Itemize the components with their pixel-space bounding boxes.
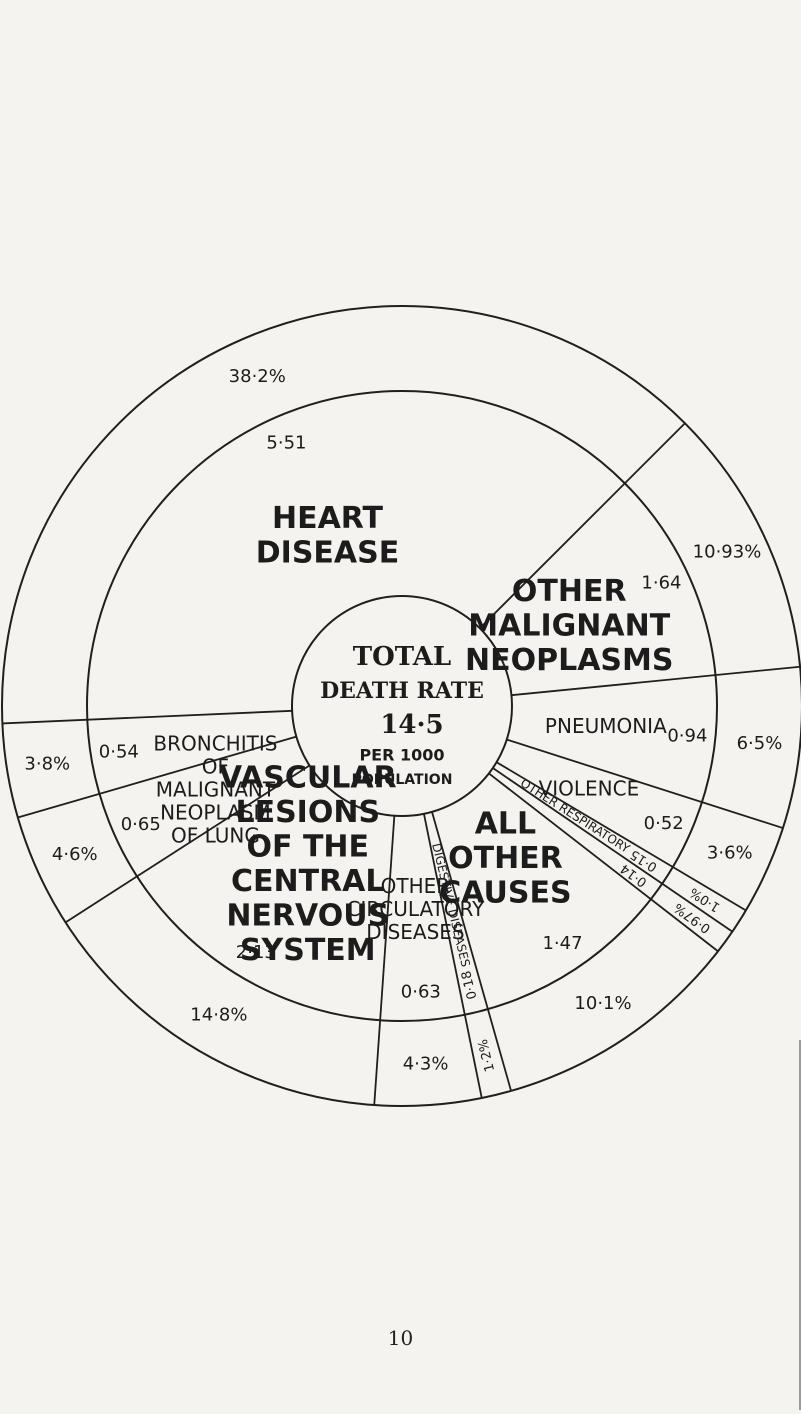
slice-boundary bbox=[492, 767, 733, 933]
page-edge-shadow bbox=[799, 1040, 801, 1410]
slice-category-label: OTHER bbox=[512, 574, 627, 609]
center-label-per-1000: PER 1000 bbox=[359, 746, 444, 765]
slice-boundary bbox=[423, 813, 483, 1099]
slice-category-label: NEOPLASMS bbox=[465, 643, 674, 678]
center-label-death-rate: DEATH RATE bbox=[320, 678, 484, 704]
slice-percent-label: 4·3% bbox=[403, 1054, 449, 1075]
slice-boundary bbox=[431, 811, 512, 1092]
slice-category-label: MALIGNANT bbox=[468, 608, 670, 643]
center-circle bbox=[291, 595, 513, 817]
slice-rate-label: 5·51 bbox=[266, 432, 306, 453]
slice-category-label: ALL bbox=[475, 806, 536, 841]
slice-category-label: CAUSES bbox=[439, 875, 571, 910]
slice-boundary bbox=[506, 738, 784, 829]
page-number: 10 bbox=[387, 1326, 414, 1350]
slice-percent-label: 6·5% bbox=[737, 733, 783, 754]
slice-percent-label: 3·8% bbox=[24, 753, 70, 774]
slice-category-label: CIRCULATORY bbox=[346, 897, 485, 921]
slice-rate-label: 0·52 bbox=[644, 813, 684, 834]
slice-boundary bbox=[65, 764, 310, 924]
slice-category-label: MALIGNANT bbox=[156, 777, 276, 801]
slice-percent-label: 3·6% bbox=[707, 843, 753, 864]
slice-rate-label: 0·18 bbox=[459, 969, 480, 1001]
slice-boundary bbox=[496, 761, 747, 912]
slice-rate-label: 0·94 bbox=[667, 725, 707, 746]
slice-category-label: CENTRAL bbox=[231, 864, 385, 899]
slice-category-label: NEOPLASM bbox=[160, 800, 271, 824]
slice-percent-label: 38·2% bbox=[229, 366, 286, 387]
slice-boundary bbox=[511, 665, 801, 697]
center-label-rate-value: 14·5 bbox=[380, 710, 443, 740]
slice-category-label: HEART bbox=[272, 501, 384, 536]
slice-category-label: DISEASES bbox=[366, 920, 464, 944]
slice-rate-label: 1·47 bbox=[542, 933, 582, 954]
slice-rate-label: 0·63 bbox=[401, 981, 441, 1002]
slice-boundary bbox=[488, 772, 719, 952]
slice-boundary bbox=[373, 815, 396, 1106]
center-label-population: POPULATION bbox=[352, 772, 453, 788]
outer-ring bbox=[1, 305, 801, 1107]
slice-percent-label: 4·6% bbox=[52, 844, 98, 865]
slice-category-label: OF LUNG bbox=[171, 823, 260, 847]
middle-ring bbox=[86, 390, 718, 1022]
slice-category-label: PNEUMONIA bbox=[545, 714, 667, 738]
slice-boundary bbox=[17, 735, 297, 819]
slice-percent-label: 10·1% bbox=[574, 993, 631, 1014]
slice-rate-label: 0·65 bbox=[121, 814, 161, 835]
slice-category-label: DISEASE bbox=[256, 535, 399, 570]
slice-category-label: LESIONS bbox=[235, 795, 380, 830]
slice-percent-label: 10·93% bbox=[693, 541, 762, 562]
slice-rate-label: 1·64 bbox=[641, 572, 681, 593]
slice-rate-label: 0·54 bbox=[99, 742, 139, 763]
slice-category-label: OTHER bbox=[448, 841, 563, 876]
slice-boundary bbox=[479, 422, 686, 629]
slice-category-label: BRONCHITIS bbox=[153, 731, 277, 755]
slice-category-label: OTHER bbox=[381, 874, 451, 898]
slice-boundary bbox=[2, 709, 293, 725]
slice-category-label: SYSTEM bbox=[240, 933, 376, 968]
slice-category-label: OF THE bbox=[247, 829, 370, 864]
center-label-total: TOTAL bbox=[353, 642, 451, 672]
slice-category-label: NERVOUS bbox=[226, 898, 389, 933]
slice-percent-label: 14·8% bbox=[190, 1004, 247, 1025]
slice-rate-label: 2·13 bbox=[236, 942, 276, 963]
